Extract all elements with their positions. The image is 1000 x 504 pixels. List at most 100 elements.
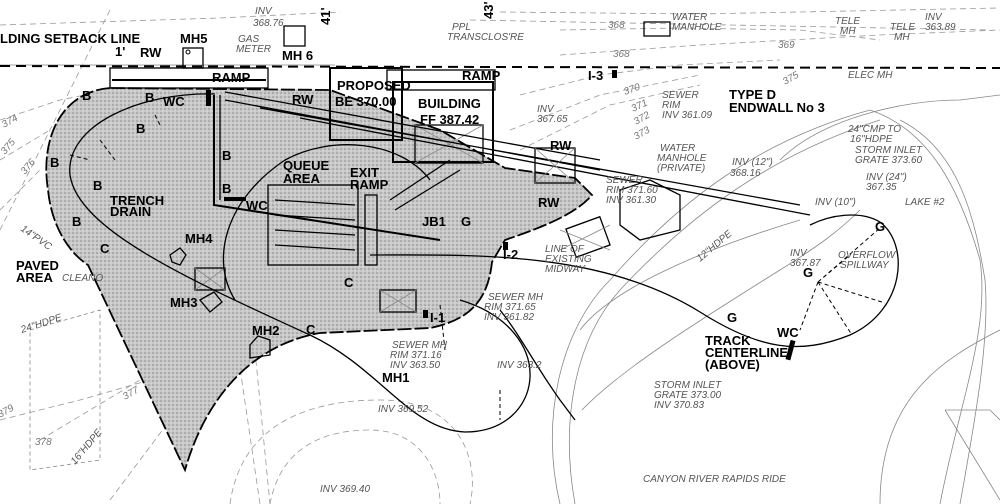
b-label: B: [50, 155, 59, 170]
annotation-text: INV: [790, 248, 808, 259]
annotation-text: 370: [622, 82, 642, 98]
annotation-text: 24"HDPE: [19, 312, 64, 336]
g-label: G: [803, 265, 813, 280]
annotation-text: OVERFLOW: [838, 250, 897, 261]
annotation-text: 374: [0, 113, 20, 131]
annotation-text: CLEANO: [62, 273, 103, 284]
b-label: B: [82, 88, 91, 103]
annotation-text: 368.76: [253, 18, 284, 29]
ramp-label: RAMP: [212, 70, 251, 85]
annotation-text: INV (12"): [732, 157, 773, 168]
annotation-text: INV 370.83: [654, 400, 704, 411]
annotation-text: GRATE 373.00: [654, 390, 722, 401]
proposed-label: PROPOSED: [337, 78, 411, 93]
existing-contours: [0, 7, 1000, 504]
annotation-text: 369: [778, 40, 795, 51]
drainage-lines: [69, 114, 886, 420]
annotation-text: WATER: [672, 12, 707, 23]
annotation-text: INV (24"): [866, 172, 907, 183]
annotation-text: 367.35: [866, 182, 897, 193]
b-label: B: [222, 148, 231, 163]
annotation-text: 14"PVC: [18, 223, 54, 253]
annotation-text: INV 361.09: [662, 110, 712, 121]
annotation-text: LAKE #2: [905, 197, 945, 208]
annotation-text: SPILLWAY: [840, 260, 890, 271]
annotation-text: RIM 371.60: [606, 185, 658, 196]
annotation-text: 378: [35, 437, 52, 448]
b-label: B: [136, 121, 145, 136]
annotation-text: TELE: [890, 22, 915, 33]
proposed-structures: [109, 21, 811, 361]
annotation-text: ELEC MH: [848, 70, 893, 81]
b-label: B: [93, 178, 102, 193]
annotation-text: INV 369.40: [320, 484, 370, 495]
annotation-text: INV 361.82: [484, 312, 534, 323]
b-label: B: [222, 181, 231, 196]
dimension-label: 43': [481, 1, 496, 19]
mh6-label: MH 6: [282, 48, 313, 63]
annotation-text: MANHOLE: [672, 22, 722, 33]
annotation-text: INV: [925, 12, 943, 23]
building-floor-elevation: FF 387.42: [420, 112, 479, 127]
annotation-text: INV 363.2: [497, 360, 542, 371]
annotation-text: INV 363.50: [390, 360, 440, 371]
paved-area-label: PAVED: [16, 258, 59, 273]
annotation-text: SEWER MH: [488, 292, 544, 303]
annotation-text: GRATE 373.60: [855, 155, 923, 166]
annotation-text: 375: [0, 137, 18, 157]
setback-line-label: LDING SETBACK LINE: [0, 31, 140, 46]
annotation-text: 368.16: [730, 168, 761, 179]
bold-labels: LDING SETBACK LINE 1' RW MH5 MH 6 RAMP P…: [0, 1, 885, 385]
annotations: GAS METER INV 368.76 PPL TRANSCLOS'RE WA…: [18, 6, 956, 495]
annotation-text: 363.89: [925, 22, 956, 33]
annotation-text: TRANSCLOS'RE: [447, 32, 524, 43]
annotation-text: 12"HDPE: [695, 228, 735, 264]
c-label: C: [306, 322, 316, 337]
g-label: G: [727, 310, 737, 325]
annotation-text: WATER: [660, 143, 695, 154]
rw-label: RW: [550, 138, 572, 153]
annotation-text: MH: [840, 26, 856, 37]
track-centerline-label: TRACK: [705, 333, 751, 348]
annotation-text: MANHOLE: [657, 153, 707, 164]
queue-area-label: QUEUE: [283, 158, 330, 173]
proposed-elevation: BE 370.00: [335, 94, 396, 109]
endwall-label: TYPE D: [729, 87, 776, 102]
inlet-i1-label: I-1: [430, 310, 445, 325]
b-label: B: [145, 90, 154, 105]
annotation-text: INV: [255, 6, 273, 17]
mh4-label: MH4: [185, 231, 213, 246]
annotation-text: INV 369.52: [378, 404, 428, 415]
rw-label: RW: [538, 195, 560, 210]
g-label: G: [875, 219, 885, 234]
exit-ramp-label: EXIT: [350, 165, 379, 180]
mh5-label: MH5: [180, 31, 207, 46]
mh2-label: MH2: [252, 323, 279, 338]
inlet-i2-label: I-2: [503, 247, 518, 262]
rw-label: RW: [292, 92, 314, 107]
annotation-text: MIDWAY: [545, 264, 587, 275]
annotation-text: 367.65: [537, 114, 568, 125]
annotation-text: TELE: [835, 16, 860, 27]
annotation-text: INV: [537, 104, 555, 115]
annotation-text: 16"HDPE: [69, 427, 105, 467]
annotation-text: SEWER: [606, 175, 643, 186]
annotation-text: RIM 371.65: [484, 302, 536, 313]
c-label: C: [344, 275, 354, 290]
exit-ramp-label: RAMP: [350, 177, 389, 192]
annotation-text: RIM 371.16: [390, 350, 442, 361]
inlet-i3-label: I-3: [588, 68, 603, 83]
annotation-text: STORM INLET: [855, 145, 923, 156]
trench-drain-label: TRENCH: [110, 193, 164, 208]
annotation-text: 376: [19, 157, 38, 177]
track-centerline: [69, 93, 899, 433]
annotation-text: GAS: [238, 34, 259, 45]
c-label: C: [100, 241, 110, 256]
paved-area-label: AREA: [16, 270, 53, 285]
wc-label: WC: [163, 94, 185, 109]
annotation-text: MH: [894, 32, 910, 43]
ramp-label: RAMP: [462, 68, 501, 83]
annotation-text: 16"HDPE: [850, 134, 893, 145]
annotation-text: METER: [236, 44, 271, 55]
